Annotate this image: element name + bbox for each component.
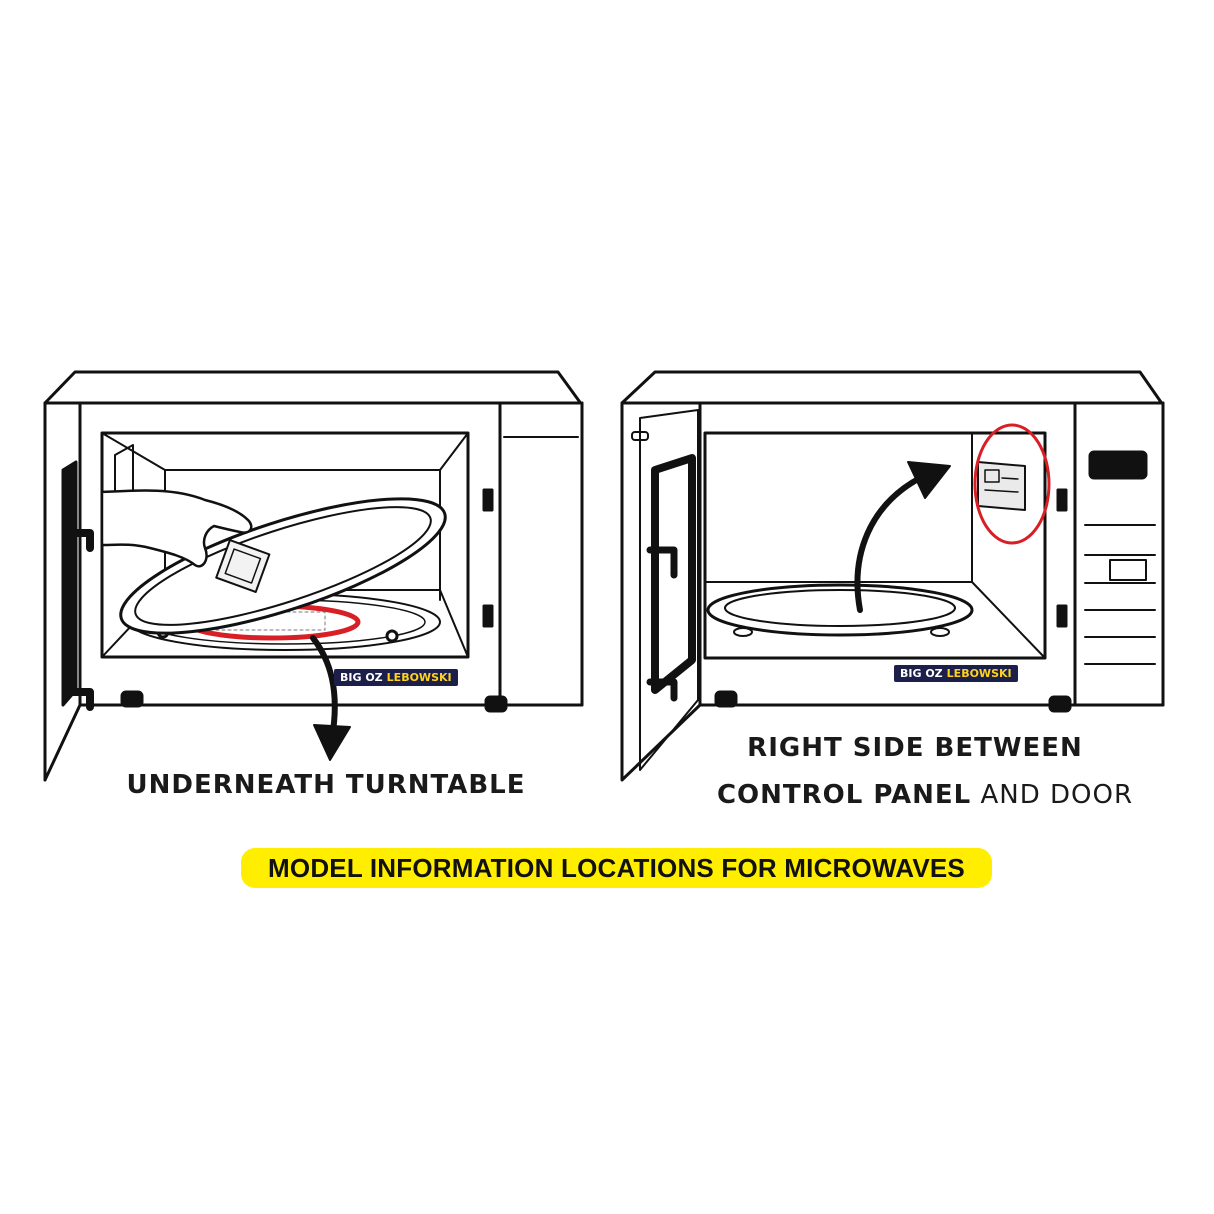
caption-right-side-line1: RIGHT SIDE BETWEEN (747, 733, 1083, 763)
label-sticker-icon (215, 539, 271, 594)
left-microwave (43, 370, 584, 782)
arrow-down-icon (310, 635, 338, 741)
brand-part1: BIG OZ (900, 667, 943, 680)
right-microwave (620, 370, 1165, 782)
hand-icon (100, 489, 253, 568)
label-sticker-icon (977, 461, 1026, 511)
caption-underneath-turntable: UNDERNEATH TURNTABLE (126, 770, 526, 800)
caption-right-side-line2: CONTROL PANEL AND DOOR (690, 780, 1160, 810)
banner-title: MODEL INFORMATION LOCATIONS FOR MICROWAV… (268, 852, 965, 883)
brand-part2: LEBOWSKI (386, 671, 452, 684)
title-banner: MODEL INFORMATION LOCATIONS FOR MICROWAV… (241, 848, 992, 888)
caption-and-door: AND DOOR (971, 780, 1134, 810)
caption-control-panel: CONTROL PANEL (716, 780, 972, 810)
brand-part2: LEBOWSKI (946, 667, 1012, 680)
arrow-up-icon (854, 475, 923, 613)
brand-part1: BIG OZ (340, 671, 383, 684)
